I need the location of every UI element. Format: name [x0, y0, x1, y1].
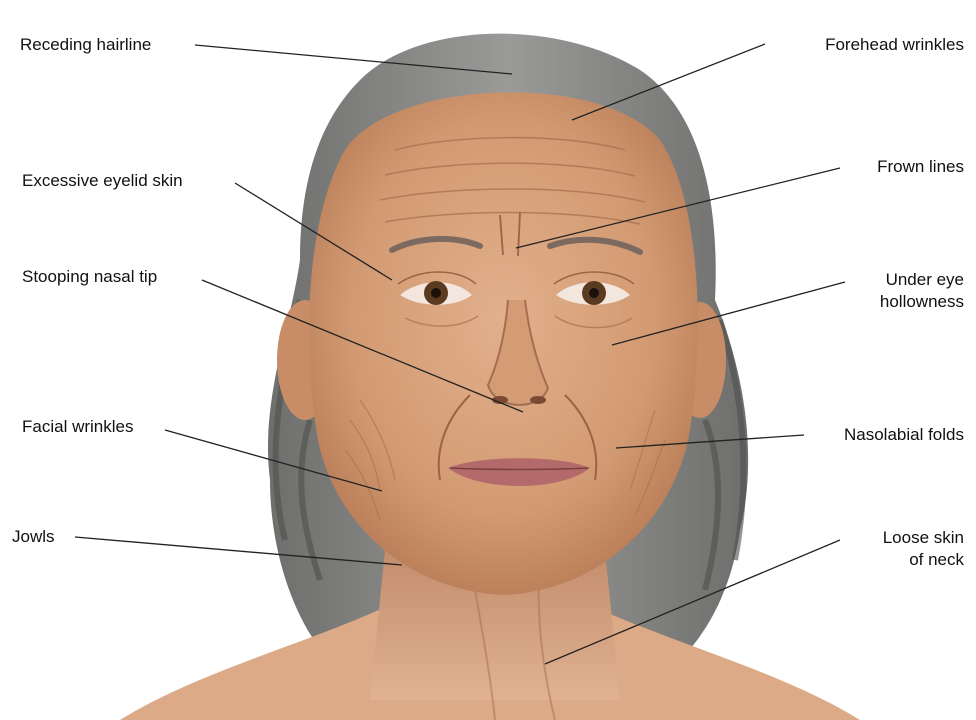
label-nasolabial-folds: Nasolabial folds [776, 424, 964, 446]
label-stooping-nasal-tip: Stooping nasal tip [22, 266, 157, 288]
label-loose-skin-line-2: of neck [776, 549, 964, 571]
label-under-eye-hollowness: Under eye hollowness [776, 269, 964, 313]
label-excessive-eyelid-skin: Excessive eyelid skin [22, 170, 183, 192]
label-loose-skin-line-1: Loose skin [776, 527, 964, 549]
label-frown-lines: Frown lines [776, 156, 964, 178]
label-facial-wrinkles: Facial wrinkles [22, 416, 133, 438]
label-under-eye-line-1: Under eye [776, 269, 964, 291]
label-jowls: Jowls [12, 526, 55, 548]
label-receding-hairline: Receding hairline [20, 34, 151, 56]
label-under-eye-line-2: hollowness [776, 291, 964, 313]
label-loose-skin-of-neck: Loose skin of neck [776, 527, 964, 571]
label-forehead-wrinkles: Forehead wrinkles [776, 34, 964, 56]
